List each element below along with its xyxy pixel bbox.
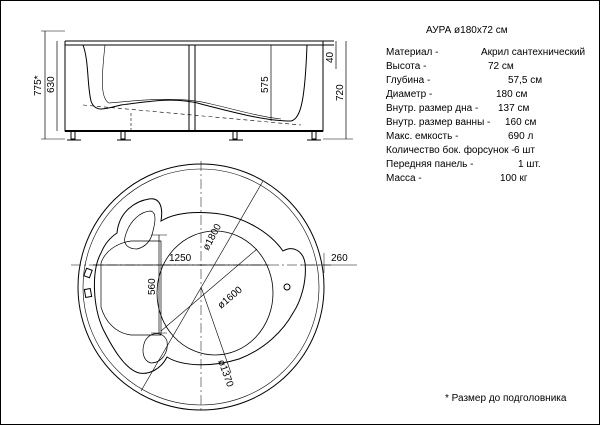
side-view [41,30,353,141]
dim-label-bottom-diameter: ø1370 [215,358,235,389]
spec-label: Масса - [386,173,422,184]
spec-row: Диаметр - 180 см [386,88,591,102]
dim-label-seat-width: 560 [147,278,158,295]
spec-label: Диаметр - [386,89,433,100]
spec-value: 1 шт. [518,159,541,170]
jet-icon [83,267,93,279]
spec-label: Высота - [386,61,427,72]
spec-label: Внутр. размер дна - [386,103,479,114]
spec-value: 6 шт [514,145,535,156]
headrest-bottom [142,333,168,364]
spec-value: 57,5 см [508,75,543,86]
spec-row: Материал - Акрил сантехнический [386,46,591,60]
spec-row: Макс. емкость - 690 л [386,130,591,144]
tub-inner-profile [102,44,282,120]
spec-value: 72 см [488,61,514,72]
dim-line-1800 [140,180,264,392]
drawing-title: АУРА ø180x72 см [426,25,508,36]
headrest-left [124,210,156,250]
plan-view [71,161,357,413]
bowl-bottom [156,230,274,356]
spec-value: 180 см [496,89,528,100]
leg-2 [120,130,126,140]
spec-row: Масса - 100 кг [386,172,591,186]
spec-label: Материал - [386,47,439,58]
spec-row: Внутр. размер дна - 137 см [386,102,591,116]
dim-line-1370 [200,286,232,374]
dim-label-overhang: 260 [331,253,348,264]
dim-label-outer-diameter: ø1800 [201,222,224,253]
spec-label: Передняя панель - [386,159,474,170]
dim-label-top-offset: 40 [325,51,336,63]
dim-label-total-height: 720 [335,84,346,101]
spec-row: Количество бок. форсунок -6 шт [386,144,591,158]
spec-value: 690 л [508,131,534,142]
leg-1 [70,130,76,140]
spec-row: Высота - 72 см [386,60,591,74]
bowl-contour [93,198,306,374]
tub-frame-outline [64,41,324,132]
footnote: * Размер до подголовника [445,393,567,404]
spec-value: 137 см [498,103,530,114]
spec-value: 100 кг [500,173,528,184]
jet-icon [83,287,93,299]
dim-label-rim-height: 630 [46,76,57,93]
spec-value: Акрил сантехнический [481,47,586,58]
spec-row: Внутр. размер ванны - 160 см [386,116,591,130]
spec-label: Внутр. размер ванны - [386,117,491,128]
seat-area [100,240,162,336]
spec-label: Глубина - [386,75,431,86]
leg-3 [232,130,238,140]
spec-row: Передняя панель - 1 шт. [386,158,591,172]
dim-label-depth: 575 [260,76,271,93]
spec-row: Глубина - 57,5 см [386,74,591,88]
leg-4 [311,130,317,140]
drain-icon [283,283,291,291]
spec-label: Макс. емкость - [386,131,459,142]
spec-value: 160 см [505,117,537,128]
tub-bowl-profile [82,44,308,122]
dim-label-inner-diameter: ø1600 [216,284,245,311]
dim-line-1600 [160,248,258,332]
dim-label-overall-height: 775* [33,75,44,96]
dim-label-seat-length: 1250 [169,253,192,264]
spec-label: Количество бок. форсунок - [386,145,515,156]
hidden-line [82,104,302,126]
